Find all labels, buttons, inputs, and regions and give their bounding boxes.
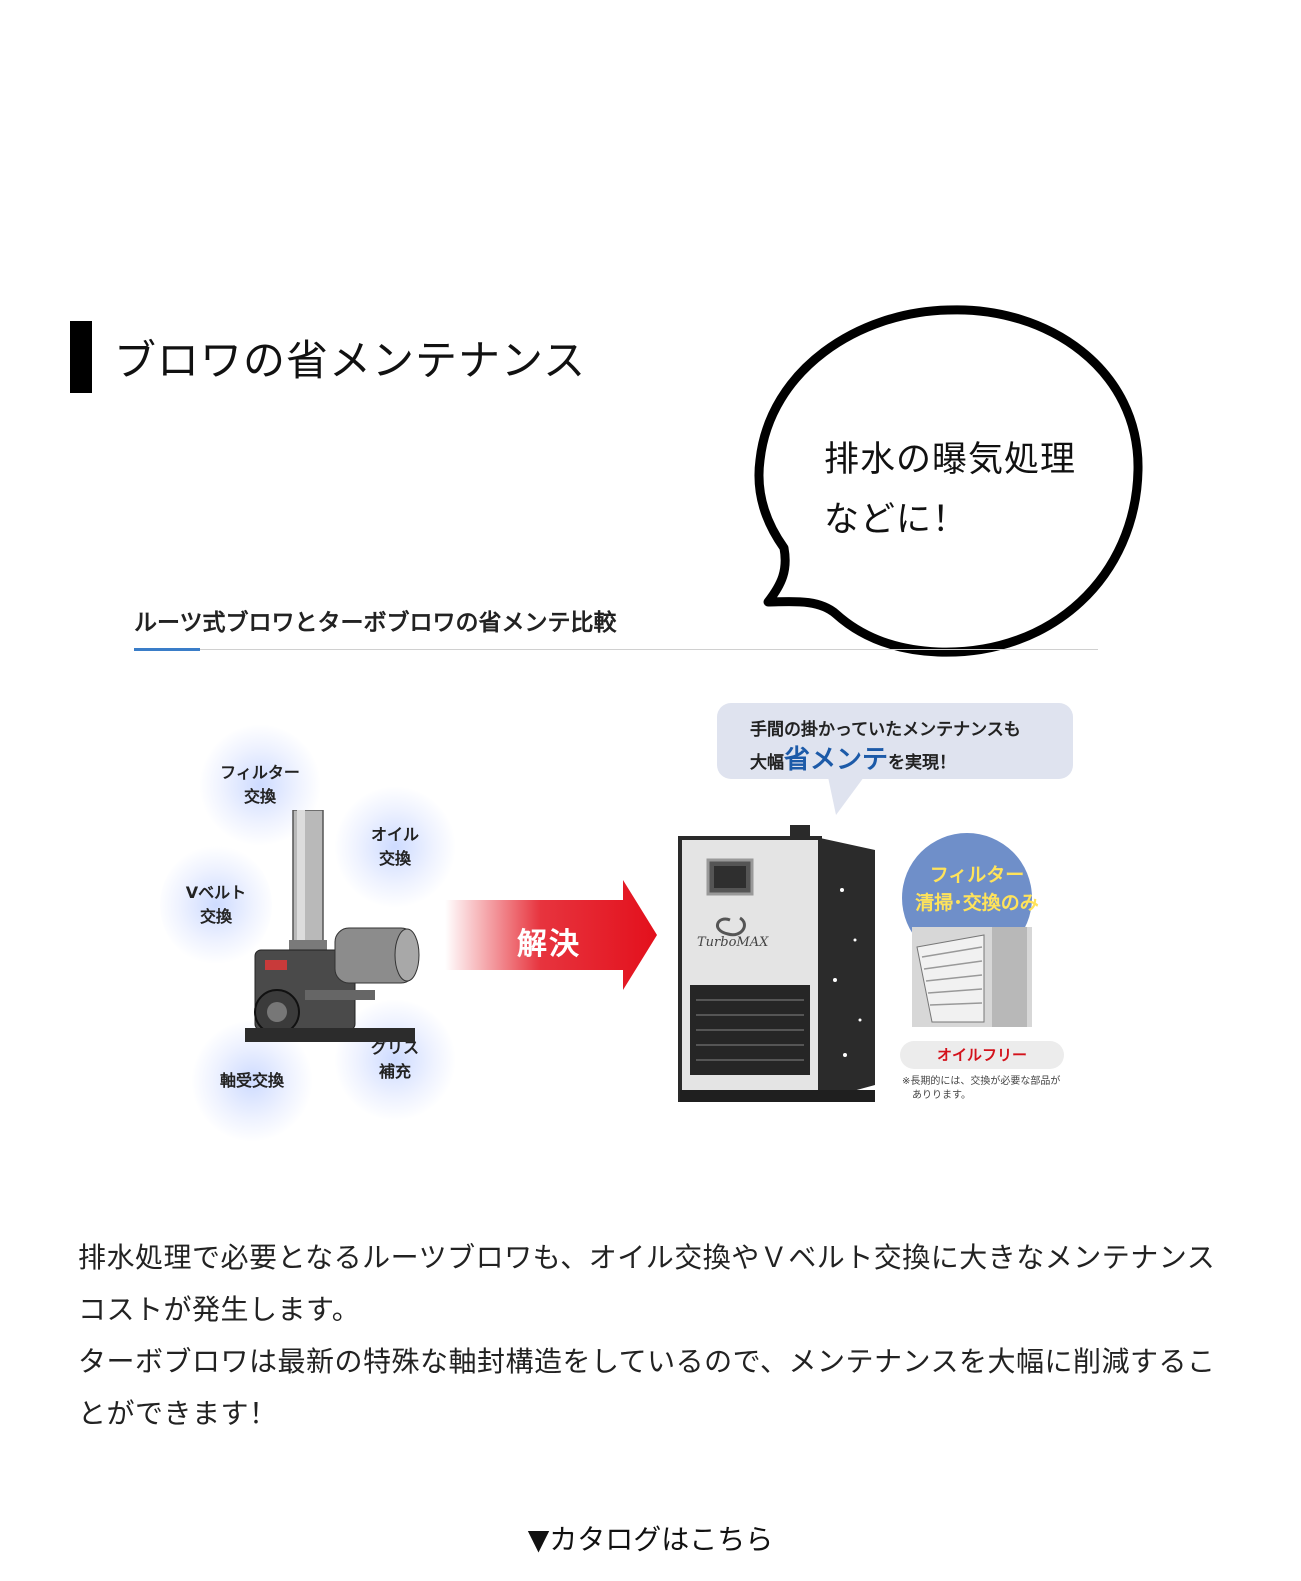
item-oil-line1: オイル (370, 825, 419, 844)
filter-badge-line1: フィルター (929, 864, 1025, 886)
item-filter-line2: 交換 (243, 787, 276, 806)
speech-bubble-text: 排水の曝気処理 などに！ (824, 430, 1076, 550)
speech-bubble-line1: 排水の曝気処理 (824, 440, 1077, 480)
item-vbelt-exchange: Vベルト交換 (160, 845, 272, 965)
solution-arrow (445, 880, 657, 990)
catalog-link[interactable]: ▼カタログはこちら (527, 1523, 774, 1556)
filter-illustration (912, 927, 1032, 1027)
turbo-blower-illustration (678, 825, 875, 1102)
description-text: 排水処理で必要となるルーツブロワも、オイル交換やＶベルト交換に大きなメンテナンス… (78, 1232, 1218, 1440)
maintenance-note-line1: ※長期的には、交換が必要な部品が (902, 1076, 1061, 1087)
heading-bar (70, 321, 92, 393)
roots-blower-illustration (245, 810, 420, 1042)
callout-line2: 大幅省メンテを実現！ (750, 739, 956, 776)
speech-bubble-shape (754, 305, 1143, 657)
filter-badge-line2: 清掃･交換のみ (915, 892, 1039, 914)
solution-label: 解決 (517, 927, 581, 962)
section-title: ブロワの省メンテナンス (114, 335, 587, 385)
figure-divider (134, 649, 1098, 650)
description-paragraph-1: 排水処理で必要となるルーツブロワも、オイル交換やＶベルト交換に大きなメンテナンス… (78, 1241, 1216, 1326)
callout-tail (828, 777, 864, 815)
turbo-brand-logo: TurboMAX (697, 935, 769, 950)
callout-line2-prefix: 大幅 (750, 753, 784, 773)
speech-bubble: 排水の曝気処理 などに！ (748, 300, 1148, 670)
item-grease-line1: グリス (370, 1038, 419, 1057)
item-bearing-label: 軸受交換 (219, 1071, 284, 1090)
maintenance-note-line2: ありります。 (912, 1090, 971, 1101)
section-heading: ブロワの省メンテナンス (70, 320, 586, 394)
description-paragraph-2: ターボブロワは最新の特殊な軸封構造をしているので、メンテナンスを大幅に削減するこ… (78, 1345, 1216, 1430)
maintenance-note: ※長期的には、交換が必要な部品が ありります。 (902, 1075, 1102, 1103)
comparison-figure: フィルター交換 オイル交換 Vベルト交換 軸受交換 グリス補充 (160, 695, 1110, 1145)
filter-badge-text: フィルター 清掃･交換のみ (902, 861, 1052, 917)
callout-line1: 手間の掛かっていたメンテナンスも (750, 720, 1021, 740)
callout-emphasis: 省メンテ (784, 745, 889, 775)
oil-free-badge: オイルフリー (900, 1041, 1064, 1069)
callout-box (717, 703, 1073, 779)
item-oil-exchange: オイル交換 (335, 787, 455, 907)
item-filter-line1: フィルター (220, 763, 300, 782)
item-oil-line2: 交換 (378, 849, 411, 868)
figure-title: ルーツ式ブロワとターボブロワの省メンテ比較 (134, 610, 617, 636)
item-vbelt-line1: Vベルト (185, 883, 247, 902)
item-grease-line2: 補充 (378, 1062, 411, 1081)
callout-line2-suffix: を実現！ (888, 753, 957, 773)
figure-divider-accent (134, 648, 200, 651)
item-vbelt-line2: 交換 (199, 907, 232, 926)
speech-bubble-line2: などに！ (824, 500, 969, 540)
